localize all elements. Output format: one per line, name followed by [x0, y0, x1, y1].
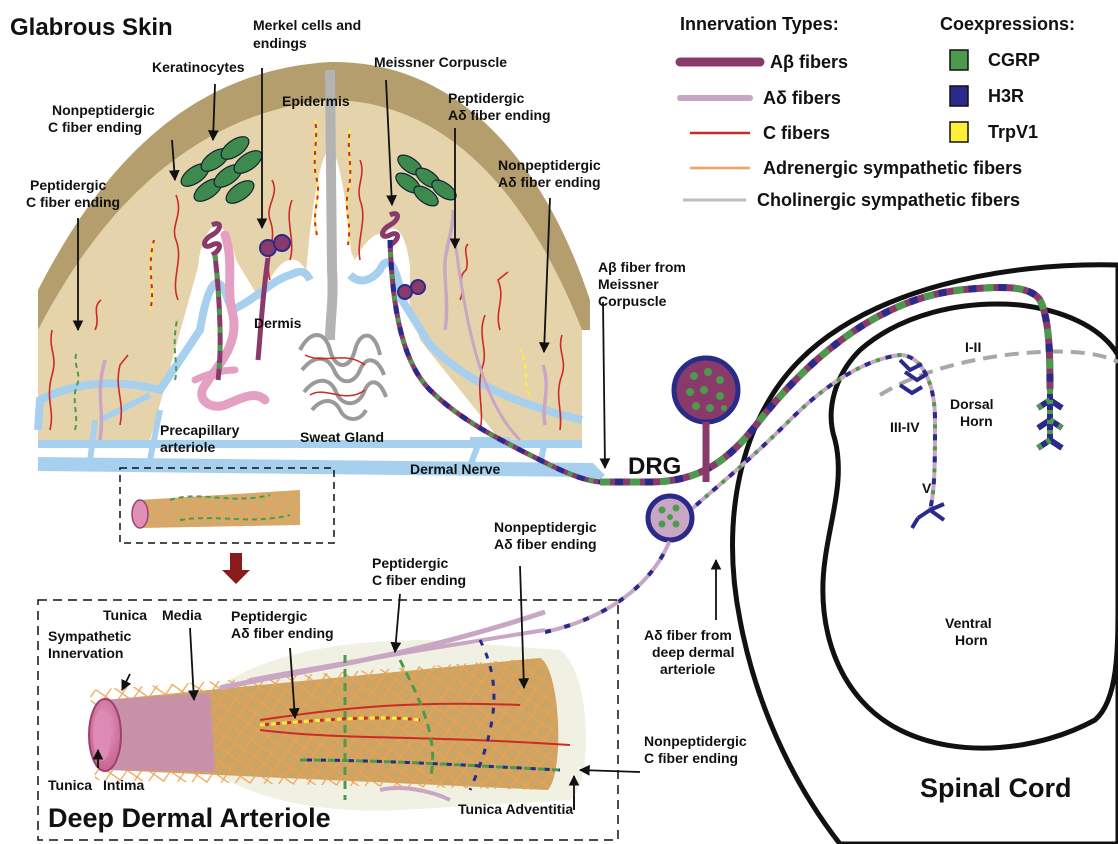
nonpep-c-art-label-line2: C fiber ending [644, 750, 738, 766]
lamina-v-label: V [922, 480, 932, 496]
deep-dermal-arteriole-title: Deep Dermal Arteriole [48, 803, 331, 833]
glabrous-skin-title: Glabrous Skin [10, 14, 173, 41]
merkel-label-line2: endings [253, 35, 307, 51]
merkel-label-line1: Merkel cells and [253, 17, 361, 33]
meissner-label: Meissner Corpuscle [374, 54, 507, 70]
zoom-arrow [222, 553, 250, 584]
nonpep-ad-art-label-line1: Nonpeptidergic [494, 519, 597, 535]
pep-c-label-line1: Peptidergic [30, 177, 106, 193]
ad-deep-label-line3: arteriole [660, 661, 715, 677]
precapillary-label-line2: arteriole [160, 439, 215, 455]
legend-adelta-label: Aδ fibers [763, 88, 841, 108]
dermis-label: Dermis [254, 315, 302, 331]
spinal-cord-title: Spinal Cord [920, 773, 1072, 803]
pep-c-art-label-line1: Peptidergic [372, 555, 448, 571]
sympathetic-label-line1: Sympathetic [48, 628, 131, 644]
epidermis-label: Epidermis [282, 93, 350, 109]
dermal-nerve-base [38, 464, 600, 480]
legend-c-label: C fibers [763, 123, 830, 143]
innervation-legend: Innervation Types: Aβ fibers Aδ fibers C… [680, 14, 1022, 210]
precapillary-label-line1: Precapillary [160, 422, 240, 438]
ad-deep-label-line2: deep dermal [652, 644, 734, 660]
drg-label: DRG [628, 453, 681, 480]
tunica-media-label-line1: Tunica [103, 607, 147, 623]
pep-ad-skin-label-line2: Aδ fiber ending [448, 107, 551, 123]
nonpep-c-art-label-line1: Nonpeptidergic [644, 733, 747, 749]
ab-meissner-label-line1: Aβ fiber from [598, 259, 686, 275]
tunica-adventitia-label: Tunica Adventitia [458, 801, 573, 817]
ventral-horn-label-line1: Ventral [945, 615, 992, 631]
vessel-lumen-inner [93, 709, 111, 761]
legend-h3r-label: H3R [988, 86, 1024, 106]
coexpression-legend: Coexpressions: CGRP H3R TrpV1 [940, 14, 1075, 142]
pep-c-label-line2: C fiber ending [26, 194, 120, 210]
ab-meissner-label-line3: Corpuscle [598, 293, 667, 309]
ventral-horn-label-line2: Horn [955, 632, 988, 648]
nonpep-c-label-line1: Nonpeptidergic [52, 102, 155, 118]
pep-ad-art-label-line1: Peptidergic [231, 608, 307, 624]
legend-adrenergic-label: Adrenergic sympathetic fibers [763, 158, 1022, 178]
pep-ad-art-label-line2: Aδ fiber ending [231, 625, 334, 641]
nonpep-ad-art-label-line2: Aδ fiber ending [494, 536, 597, 552]
ad-deep-label-line1: Aδ fiber from [644, 627, 732, 643]
adelta-from-arteriole-dash [545, 540, 670, 632]
cgrp-swatch [950, 50, 968, 70]
dermal-nerve-label: Dermal Nerve [410, 461, 500, 477]
legend-abeta-label: Aβ fibers [770, 52, 848, 72]
ab-meissner-label-line2: Meissner [598, 276, 659, 292]
h3r-swatch [950, 86, 968, 106]
dorsal-horn-label-line2: Horn [960, 413, 993, 429]
sweat-gland-label: Sweat Gland [300, 429, 384, 445]
dorsal-horn-label-line1: Dorsal [950, 396, 994, 412]
nonpep-c-label-line2: C fiber ending [48, 119, 142, 135]
sweat-duct [330, 70, 333, 340]
adelta-from-arteriole [545, 540, 670, 632]
keratinocytes-label: Keratinocytes [152, 59, 245, 75]
pep-ad-skin-label-line1: Peptidergic [448, 90, 524, 106]
innervation-legend-title: Innervation Types: [680, 14, 839, 34]
tunica-intima-label-line1: Tunica [48, 777, 92, 793]
tunica-media-label-line2: Media [162, 607, 202, 623]
gray-matter-outline [823, 304, 1118, 748]
coexpression-legend-title: Coexpressions: [940, 14, 1075, 34]
nonpep-ad-skin-label-line1: Nonpeptidergic [498, 157, 601, 173]
lamina-i-ii-label: I-II [965, 339, 981, 355]
legend-trpv1-label: TrpV1 [988, 122, 1038, 142]
tunica-intima-label-line2: Intima [103, 777, 144, 793]
nonpep-ad-skin-label-line2: Aδ fiber ending [498, 174, 601, 190]
trpv1-swatch [950, 122, 968, 142]
legend-cholinergic-label: Cholinergic sympathetic fibers [757, 190, 1020, 210]
thumbnail-arteriole [132, 490, 300, 528]
sympathetic-label-line2: Innervation [48, 645, 123, 661]
lamina-iii-iv-label: III-IV [890, 419, 920, 435]
pep-c-art-label-line2: C fiber ending [372, 572, 466, 588]
spinal-cord-section [545, 265, 1118, 844]
legend-cgrp-label: CGRP [988, 50, 1040, 70]
